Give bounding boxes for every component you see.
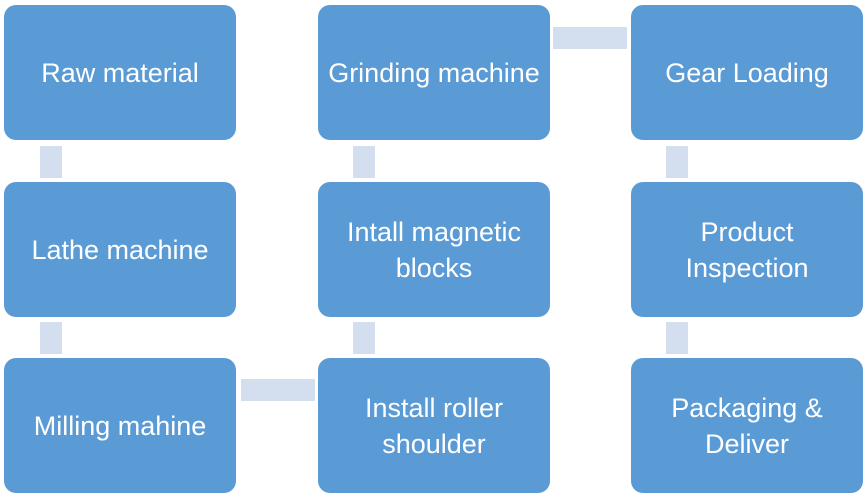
connector-grinding-to-gear [553, 27, 627, 49]
connector-gear-to-inspection [666, 146, 688, 178]
step-packaging-deliver: Packaging & Deliver [631, 358, 863, 493]
step-label: Intall magnetic blocks [346, 216, 522, 283]
connector-milling-to-roller [241, 379, 315, 401]
step-label: Packaging & Deliver [671, 392, 823, 459]
step-label: Gear Loading [665, 57, 829, 88]
step-label: Product Inspection [685, 216, 809, 283]
connector-raw-to-lathe [40, 146, 62, 178]
step-label: Raw material [41, 57, 199, 88]
step-lathe-machine: Lathe machine [4, 182, 236, 317]
step-label: Install roller shoulder [364, 392, 504, 459]
connector-magnetic-to-grinding [353, 146, 375, 178]
connector-lathe-to-milling [40, 322, 62, 354]
step-gear-loading: Gear Loading [631, 5, 863, 140]
step-milling-machine: Milling mahine [4, 358, 236, 493]
connector-roller-to-magnetic [353, 322, 375, 354]
step-label: Lathe machine [31, 234, 209, 265]
step-label: Milling mahine [33, 410, 207, 441]
step-product-inspection: Product Inspection [631, 182, 863, 317]
step-install-roller-shoulder: Install roller shoulder [318, 358, 550, 493]
connector-inspection-to-packaging [666, 322, 688, 354]
step-install-magnetic-blocks: Intall magnetic blocks [318, 182, 550, 317]
step-label: Grinding machine [328, 57, 540, 88]
step-grinding-machine: Grinding machine [318, 5, 550, 140]
step-raw-material: Raw material [4, 5, 236, 140]
